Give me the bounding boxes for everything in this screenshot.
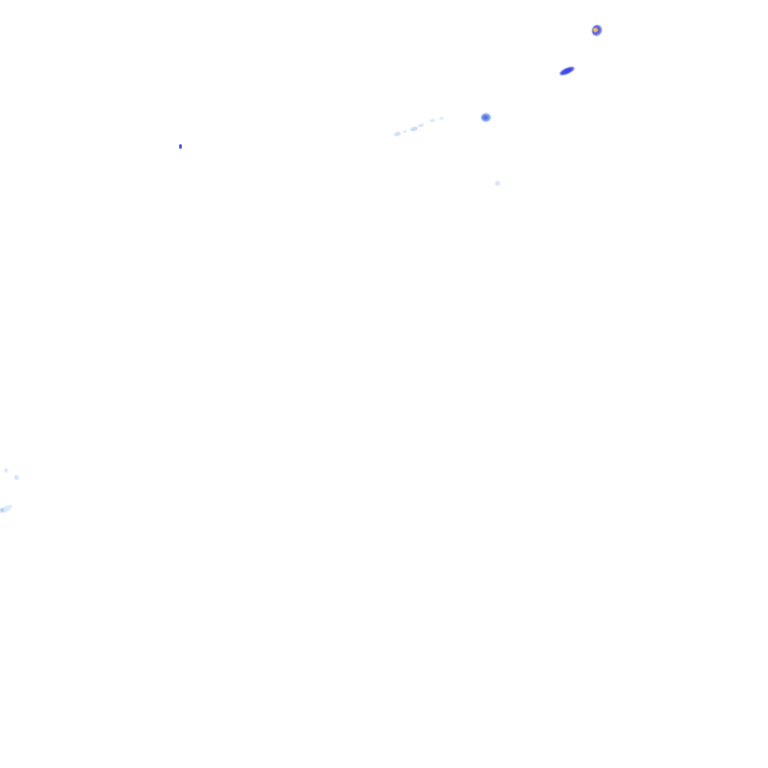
precipitation-echo-faint-dash-6 — [438, 116, 445, 121]
precipitation-echo-strong — [592, 25, 602, 36]
precipitation-echo-faint-dash-4 — [417, 123, 425, 128]
precipitation-echo-corner-streak — [0, 503, 14, 515]
precipitation-echo-corner-speck-2 — [14, 475, 19, 480]
precipitation-echo-dot — [481, 113, 491, 122]
precipitation-echo-streak — [558, 65, 576, 77]
precipitation-echo-faint-dash-1 — [393, 131, 402, 137]
precipitation-echo-faint-dash-3 — [409, 125, 419, 133]
precipitation-echo-faint-speck — [495, 181, 500, 186]
precipitation-echo-dark-speck — [179, 144, 182, 149]
precipitation-echo-faint-dash-2 — [402, 129, 408, 134]
precipitation-echo-corner-speck-1 — [3, 467, 9, 474]
precipitation-echo-corner-streak-tip — [0, 507, 5, 513]
precipitation-echo-faint-dash-5 — [429, 118, 436, 123]
